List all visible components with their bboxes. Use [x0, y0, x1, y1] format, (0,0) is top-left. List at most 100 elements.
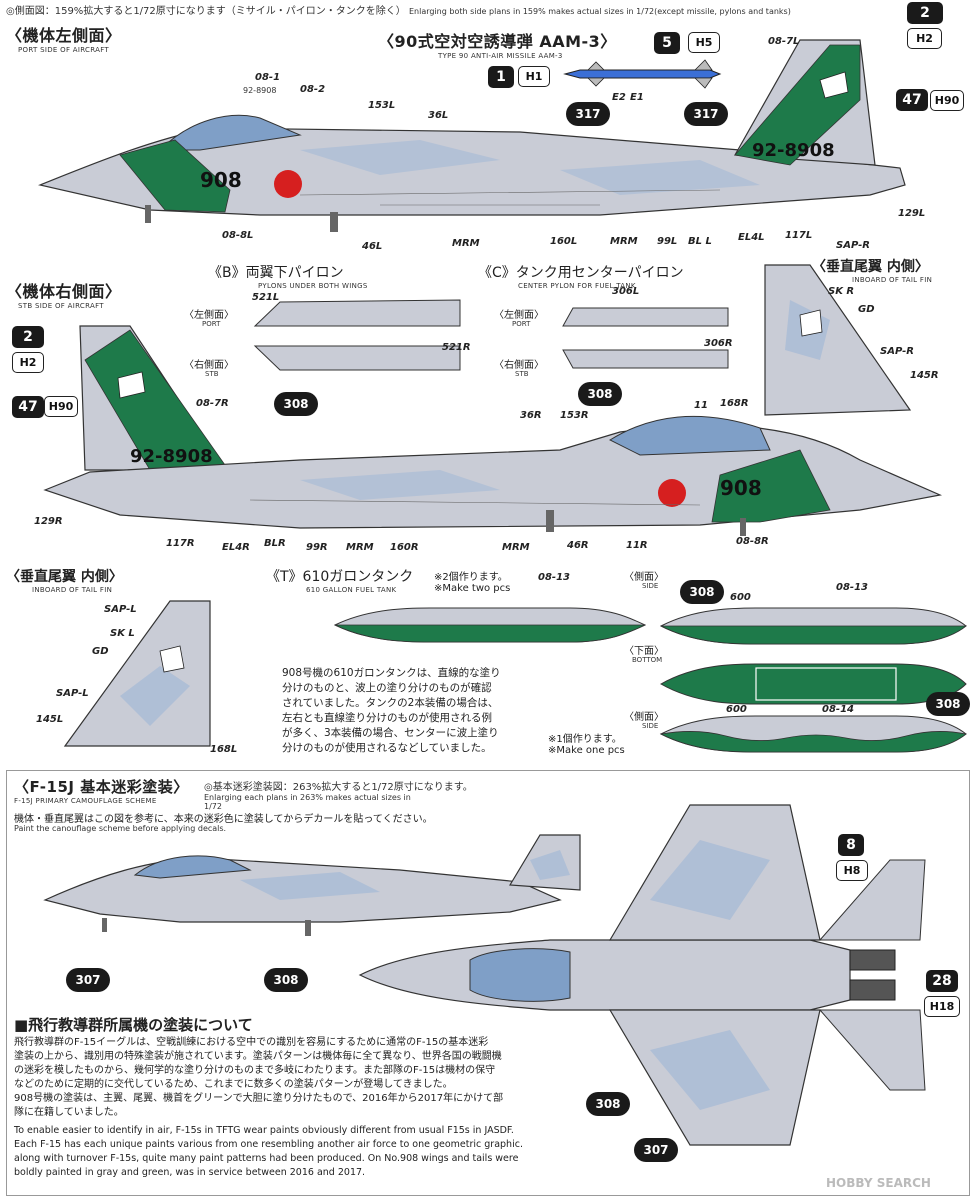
- paint-code-h1: H1: [518, 66, 550, 87]
- about-en-text: To enable easier to identify in air, F-1…: [14, 1124, 604, 1180]
- tail-inboard-right-drawing: [764, 264, 912, 416]
- tail-inboard-right-title: 〈垂直尾翼 内側〉: [812, 259, 929, 275]
- about-jp-line: の迷彩を模したものから、幾何学的な塗り分けのものまで多岐にわたります。また部隊の…: [14, 1065, 496, 1076]
- paint-code-28: 28: [926, 970, 958, 992]
- tank-heading: 《T》610ガロンタンク 610 GALLON FUEL TANK: [266, 566, 413, 594]
- tank-paragraph: 908号機の610ガロンタンクは、直線的な塗り 分けのものと、波上の塗り分けのも…: [282, 666, 552, 756]
- port-decal-label: 08-1: [255, 72, 281, 83]
- port-decal-label: 08-8L: [222, 230, 254, 241]
- paint-code-317: 317: [566, 102, 610, 126]
- stb-decal-label: 117R: [166, 538, 195, 549]
- stb-decal-label: EL4R: [222, 542, 250, 553]
- missile-heading: 〈90式空対空誘導弾 AAM-3〉 TYPE 90 ANTI-AIR MISSI…: [378, 28, 617, 60]
- tank-paragraph-line: 分けのものと、波上の塗り分けのものが確認: [282, 682, 492, 694]
- pylon-b-port-label: 〈左側面〉: [184, 310, 234, 321]
- tank-view-side2-label: 〈側面〉: [624, 712, 664, 723]
- paint-code-317: 317: [684, 102, 728, 126]
- port-decal-label: 08-7L: [768, 36, 800, 47]
- paint-code-h90: H90: [930, 90, 964, 111]
- pylon-decal-label: 306L: [612, 286, 640, 297]
- pylons-b-title: 《B》両翼下パイロン: [208, 265, 344, 281]
- tail-inboard-right-subtitle: INBOARD OF TAIL FIN: [852, 276, 933, 284]
- paint-code-h2: H2: [907, 28, 942, 49]
- about-jp-line: 隊に在籍していました。: [14, 1107, 124, 1118]
- tail-r-decal-label: SK R: [828, 286, 855, 297]
- port-decal-label: MRM: [610, 236, 638, 247]
- paint-code-h2: H2: [12, 352, 44, 373]
- pylon-c-stb-en: STB: [515, 370, 529, 378]
- port-decal-label: 99L: [657, 236, 678, 247]
- tail-l-decal-label: SK L: [110, 628, 135, 639]
- stb-decal-label: 46R: [567, 540, 589, 551]
- about-jp-line: 飛行教導群のF-15イーグルは、空戦訓練における空中での識別を容易にするために通…: [14, 1037, 489, 1048]
- missile-label-e2: E2: [612, 92, 626, 103]
- pylon-decal-label: 521L: [252, 292, 280, 303]
- paint-code-h18: H18: [924, 996, 960, 1017]
- paint-code-308: 308: [578, 382, 622, 406]
- about-title: ■飛行教導群所属機の塗装について: [14, 1016, 253, 1034]
- pylons-b-subtitle: PYLONS UNDER BOTH WINGS: [258, 282, 368, 290]
- tail-l-decal-label: SAP-L: [56, 688, 89, 699]
- tank-view-side-en: SIDE: [642, 582, 659, 590]
- paint-code-47: 47: [12, 396, 44, 418]
- port-decal-label: 153L: [368, 100, 396, 111]
- camo-note: ◎基本迷彩塗装図：263%拡大すると1/72原寸になります。 Enlarging…: [204, 778, 473, 811]
- pylons-c-heading: 《C》タンク用センターパイロン CENTER PYLON FOR FUEL TA…: [478, 262, 684, 290]
- stb-decal-label: 153R: [560, 410, 589, 421]
- port-decal-label: 08-2: [300, 84, 326, 95]
- tail-inboard-left-heading: 〈垂直尾翼 内側〉 INBOARD OF TAIL FIN: [6, 566, 123, 594]
- stb-decal-label: BLR: [264, 538, 286, 549]
- tank-title: 《T》610ガロンタンク: [266, 569, 414, 585]
- camo-instruction-jp: 機体・垂直尾翼はこの図を参考に、本来の迷彩色に塗装してからデカールを貼ってくださ…: [14, 814, 433, 825]
- stb-decal-label: 129R: [34, 516, 63, 527]
- about-jp-line: 908号機の塗装は、主翼、尾翼、機首をグリーンで大胆に塗り分けたもので、2016…: [14, 1093, 504, 1104]
- tank-left-drawing: [333, 607, 647, 643]
- pylon-b-port-en: PORT: [202, 320, 221, 328]
- port-decal-label: 129L: [898, 208, 926, 219]
- paint-code-h8: H8: [836, 860, 868, 881]
- paint-code-308: 308: [680, 580, 724, 604]
- port-decal-label: 36L: [428, 110, 449, 121]
- tank-make-one-en: ※Make one pcs: [548, 745, 625, 756]
- about-en-line: boldly painted in gray and green, was in…: [14, 1167, 366, 1178]
- paint-code-5: 5: [654, 32, 680, 54]
- paint-code-307: 307: [634, 1138, 678, 1162]
- header-note: ◎側面図：159%拡大すると1/72原寸になります（ミサイル・パイロン・タンクを…: [6, 2, 791, 17]
- paint-code-1: 1: [488, 66, 514, 88]
- tail-r-decal-label: 168R: [720, 398, 749, 409]
- camo-note-jp: ◎基本迷彩塗装図：263%拡大すると1/72原寸になります。: [204, 782, 473, 793]
- paint-code-47: 47: [896, 89, 928, 111]
- pylons-b-heading: 《B》両翼下パイロン PYLONS UNDER BOTH WINGS: [208, 262, 368, 290]
- tank-paragraph-line: 908号機の610ガロンタンクは、直線的な塗り: [282, 667, 501, 679]
- tail-r-decal-label: 145R: [910, 370, 939, 381]
- tail-inboard-left-title: 〈垂直尾翼 内側〉: [6, 569, 123, 585]
- about-jp-line: などのために定期的に交代しているため、これまでに数多くの塗装パターンが登場してき…: [14, 1079, 453, 1090]
- port-decal-label: 46L: [362, 241, 383, 252]
- stb-decal-label: 36R: [520, 410, 542, 421]
- camo-subtitle: F-15J PRIMARY CAMOUFLAGE SCHEME: [14, 797, 157, 805]
- tank-view-bottom-label: 〈下面〉: [624, 646, 664, 657]
- camo-top-aircraft: [358, 804, 926, 1146]
- camo-instruction-en: Paint the canouflage scheme before apply…: [14, 824, 227, 833]
- camo-heading: 〈F-15J 基本迷彩塗装〉 F-15J PRIMARY CAMOUFLAGE …: [14, 776, 189, 805]
- pylon-b-stb-en: STB: [205, 370, 219, 378]
- about-jp-text: 飛行教導群のF-15イーグルは、空戦訓練における空中での識別を容易にするために通…: [14, 1036, 594, 1120]
- port-decal-label: BL L: [688, 236, 712, 247]
- stb-side-title: 〈機体右側面〉: [6, 282, 122, 301]
- paint-code-308: 308: [926, 692, 970, 716]
- tank-make-two-en: ※Make two pcs: [434, 583, 511, 594]
- tail-r-decal-label: SAP-R: [836, 240, 870, 251]
- stb-tail-serial: 92-8908: [130, 446, 213, 467]
- tank-paragraph-line: 左右とも直線塗り分けのものが使用される例: [282, 712, 492, 724]
- tail-inboard-right-heading: 〈垂直尾翼 内側〉 INBOARD OF TAIL FIN: [812, 256, 932, 284]
- paint-code-307: 307: [66, 968, 110, 992]
- tail-l-decal-label: GD: [92, 646, 109, 657]
- stb-decal-label: MRM: [502, 542, 530, 553]
- about-jp-line: 塗装の上から、識別用の特殊塗装が施されています。塗装パターンは機体毎に全て異なり…: [14, 1051, 502, 1062]
- pylons-c-title: 《C》タンク用センターパイロン: [478, 265, 684, 281]
- pylon-c-stb-label: 〈右側面〉: [494, 360, 544, 371]
- port-small-serial: 92-8908: [243, 86, 277, 95]
- tank-decal-label: 08-13: [538, 572, 570, 583]
- about-en-line: along with turnover F-15s, quite many pa…: [14, 1153, 519, 1164]
- stb-decal-label: 11R: [626, 540, 648, 551]
